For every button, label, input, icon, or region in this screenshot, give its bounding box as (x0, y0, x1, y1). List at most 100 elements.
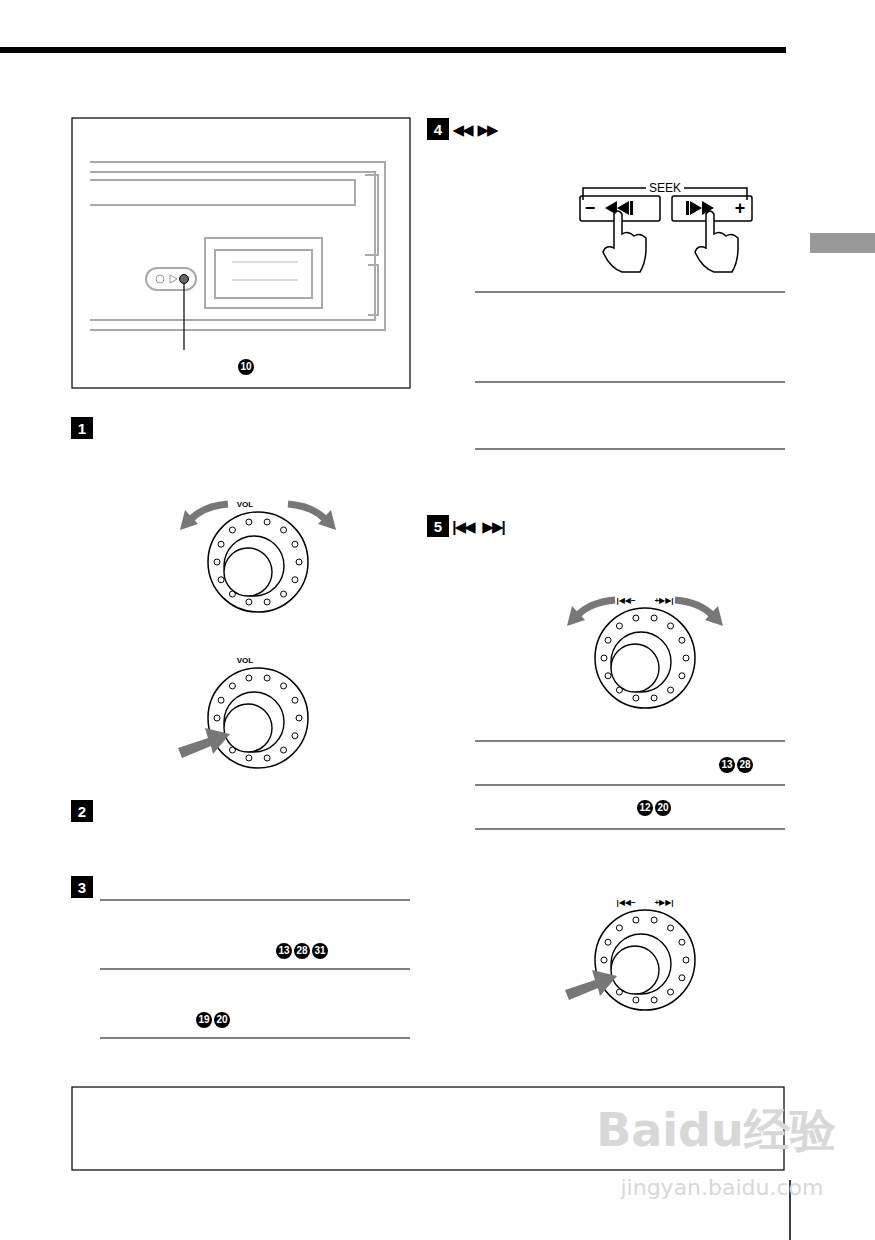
step-badge: 2 (71, 800, 93, 822)
rewind-symbol: ◀◀ (452, 122, 471, 137)
knob-dot (616, 623, 622, 629)
knob-ring (208, 668, 308, 768)
knob-dot (218, 697, 224, 703)
knob-dot (229, 683, 235, 689)
knob-label: +▶▶| (654, 899, 673, 907)
knob-base (611, 632, 671, 692)
turn-arrowhead (180, 510, 198, 530)
knob-base (611, 934, 671, 994)
knob-dot (633, 615, 639, 621)
knob-dot (218, 577, 224, 583)
watermark-url: jingyan.baidu.com (620, 1177, 823, 1199)
callout-number: 20 (655, 800, 671, 816)
knob-label: +▶▶| (654, 597, 673, 605)
callout-number: 12 (637, 800, 653, 816)
next-symbol: ▶▶| (482, 519, 503, 534)
knob-dot (605, 939, 611, 945)
callout-number: 28 (737, 757, 753, 773)
callout-number: 10 (238, 359, 254, 375)
knob-dot (246, 599, 252, 605)
prev-symbol: |◀◀ (452, 519, 473, 534)
knob-dot (292, 541, 298, 547)
knob-dot (264, 519, 270, 525)
knob-dot (281, 527, 287, 533)
push-arrow (178, 728, 230, 758)
turn-arrowhead (567, 606, 585, 626)
knob-cap (611, 644, 659, 692)
step-number: 1 (78, 421, 86, 436)
turn-arrowhead (318, 510, 336, 530)
knob-dot (668, 989, 674, 995)
step-badge: 5 (427, 515, 449, 537)
knob-dot (292, 577, 298, 583)
step-number: 5 (434, 519, 442, 534)
watermark: Baidu经验 (596, 1107, 836, 1153)
knob-dot (246, 519, 252, 525)
turn-arrowhead (705, 606, 723, 626)
knob-dot (616, 925, 622, 931)
knob-dot (292, 697, 298, 703)
knob-dot (605, 673, 611, 679)
knob-dot (683, 957, 689, 963)
step-badge: 4 (427, 118, 449, 140)
turn-arrow (675, 600, 713, 616)
knob-cap (224, 548, 272, 596)
step-badge: 3 (71, 876, 93, 898)
knob-dot (229, 527, 235, 533)
callout-number: 20 (214, 1012, 230, 1028)
step-badge: 1 (71, 417, 93, 439)
knob-ring (595, 608, 695, 708)
knob-label: |◀◀− (616, 899, 635, 907)
knob-dot (292, 733, 298, 739)
push-arrow (565, 970, 617, 1000)
step-number: 3 (78, 880, 86, 895)
knob-ring (595, 910, 695, 1010)
callout-number: 13 (276, 943, 292, 959)
knob-dot (605, 637, 611, 643)
knob-dot (296, 715, 302, 721)
callout-number: 19 (196, 1012, 212, 1028)
knob-dot (264, 599, 270, 605)
knob-dot (651, 615, 657, 621)
knob-dot (651, 917, 657, 923)
knob-dot (281, 591, 287, 597)
knob-base (224, 536, 284, 596)
knob-dot (633, 695, 639, 701)
knob-label: VOL (237, 657, 253, 665)
knob-dot (246, 675, 252, 681)
knob-dot (218, 541, 224, 547)
callout-number: 31 (312, 943, 328, 959)
knob-dot (264, 755, 270, 761)
knob-base (224, 692, 284, 752)
callout-number: 13 (719, 757, 735, 773)
step-number: 4 (434, 122, 442, 137)
forward-symbol: ▶▶ (477, 122, 496, 137)
knob-ring (208, 512, 308, 612)
knob-dot (651, 695, 657, 701)
knob-dot (683, 655, 689, 661)
knob-dot (214, 715, 220, 721)
seek-label: SEEK (646, 182, 684, 194)
turn-arrow (190, 504, 228, 520)
minus-sign: − (585, 199, 596, 217)
knob-dot (651, 997, 657, 1003)
knob-dot (679, 939, 685, 945)
knob-dot (668, 623, 674, 629)
knob-dot (668, 925, 674, 931)
knob-label: VOL (237, 501, 253, 509)
knob-dot (214, 559, 220, 565)
knob-dot (296, 559, 302, 565)
knob-dot (601, 655, 607, 661)
knob-dot (601, 957, 607, 963)
knob-dot (281, 683, 287, 689)
knob-dot (246, 755, 252, 761)
knob-label: |◀◀− (616, 597, 635, 605)
knob-dot (679, 975, 685, 981)
knob-cap (611, 946, 659, 994)
knob-dot (281, 747, 287, 753)
knob-dot (679, 673, 685, 679)
knob-dot (264, 675, 270, 681)
knob-dot (668, 687, 674, 693)
knob-dot (633, 917, 639, 923)
